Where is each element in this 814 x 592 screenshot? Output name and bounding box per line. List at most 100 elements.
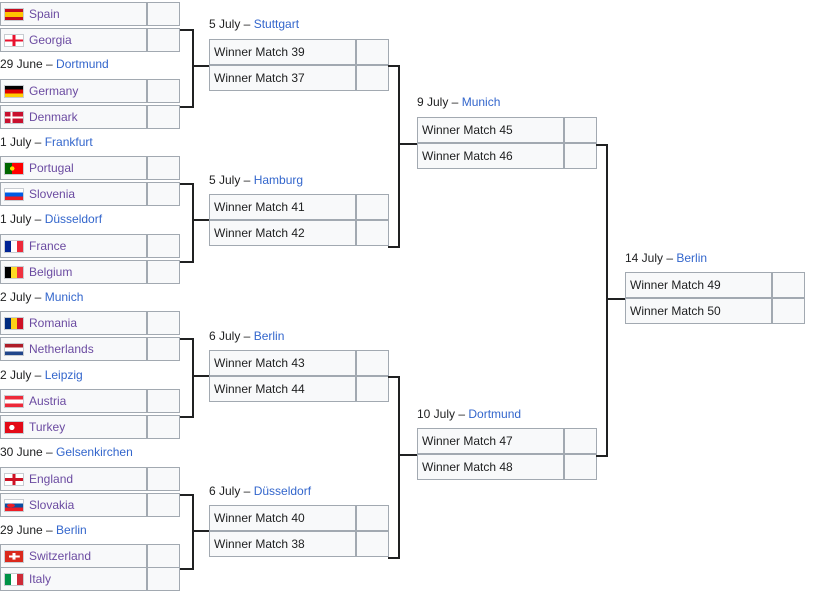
team-name: Winner Match 37	[214, 71, 305, 85]
score-cell	[147, 28, 180, 52]
georgia-flag-icon	[4, 34, 24, 47]
bracket-connector	[398, 65, 400, 248]
venue-link[interactable]: Düsseldorf	[44, 212, 103, 226]
team-name: Winner Match 38	[214, 537, 305, 551]
team-row	[0, 467, 147, 491]
venue-link[interactable]: Dortmund	[56, 57, 109, 71]
venue-link[interactable]: Berlin	[56, 523, 87, 537]
team-name[interactable]: Spain	[29, 7, 60, 21]
match-date: 1 July –	[0, 212, 45, 226]
bracket-connector	[192, 338, 194, 418]
score-cell	[147, 467, 180, 491]
england-flag-icon	[4, 473, 24, 486]
team-row	[209, 39, 356, 65]
score-cell	[564, 143, 597, 169]
denmark-flag-icon	[4, 111, 24, 124]
score-cell	[147, 311, 180, 335]
team-name: Winner Match 40	[214, 511, 305, 525]
team-name[interactable]: Netherlands	[29, 342, 94, 356]
score-cell	[564, 117, 597, 143]
venue-link[interactable]: Berlin	[676, 251, 708, 265]
score-cell	[356, 376, 389, 402]
venue-link[interactable]: Stuttgart	[253, 17, 300, 31]
score-cell	[147, 156, 180, 180]
venue-link[interactable]: Berlin	[253, 329, 285, 343]
team-name[interactable]: Portugal	[29, 161, 74, 175]
bracket-connector	[606, 144, 608, 457]
team-name[interactable]: Switzerland	[29, 549, 92, 563]
team-row	[0, 311, 147, 335]
team-name[interactable]: England	[29, 472, 74, 486]
score-cell	[147, 260, 180, 284]
score-cell	[772, 272, 805, 298]
team-name[interactable]: Georgia	[29, 33, 72, 47]
match-header: 29 June – Berlin	[0, 523, 87, 537]
venue-link[interactable]: Düsseldorf	[253, 484, 312, 498]
team-row	[0, 260, 147, 284]
slovakia-flag-icon	[4, 499, 24, 512]
bracket-connector	[180, 183, 193, 185]
bracket-connector	[192, 29, 194, 108]
venue-link[interactable]: Dortmund	[468, 407, 522, 421]
romania-flag-icon	[4, 317, 24, 330]
team-name[interactable]: Denmark	[29, 110, 78, 124]
match-date: 5 July –	[209, 173, 254, 187]
team-name[interactable]: Romania	[29, 316, 78, 330]
belgium-flag-icon	[4, 266, 24, 279]
team-name[interactable]: France	[29, 239, 67, 253]
score-cell	[147, 567, 180, 591]
bracket-connector	[398, 454, 417, 456]
team-name[interactable]: Belgium	[29, 265, 73, 279]
team-name: Winner Match 47	[422, 434, 513, 448]
team-row	[625, 298, 772, 324]
team-name: Winner Match 43	[214, 356, 305, 370]
bracket-connector	[388, 376, 400, 378]
team-name[interactable]: Slovenia	[29, 187, 76, 201]
team-row	[417, 454, 564, 480]
bracket-connector	[180, 338, 193, 340]
match-header: 5 July – Stuttgart	[209, 17, 299, 31]
venue-link[interactable]: Gelsenkirchen	[56, 445, 133, 459]
venue-link[interactable]: Hamburg	[253, 173, 304, 187]
score-cell	[147, 389, 180, 413]
bracket-connector	[388, 65, 400, 67]
score-cell	[772, 298, 805, 324]
bracket-connector	[192, 494, 194, 570]
team-name[interactable]: Germany	[29, 84, 79, 98]
match-date: 10 July –	[417, 407, 469, 421]
score-cell	[356, 350, 389, 376]
score-cell	[564, 428, 597, 454]
match-header: 5 July – Hamburg	[209, 173, 303, 187]
bracket-connector	[180, 494, 193, 496]
match-date: 2 July –	[0, 368, 45, 382]
team-row	[0, 156, 147, 180]
team-row	[209, 531, 356, 557]
team-row	[209, 350, 356, 376]
bracket-connector	[180, 106, 193, 108]
team-name[interactable]: Slovakia	[29, 498, 75, 512]
match-date: 14 July –	[625, 251, 677, 265]
team-row	[0, 415, 147, 439]
match-header: 6 July – Berlin	[209, 329, 284, 343]
venue-link[interactable]: Munich	[461, 95, 501, 109]
score-cell	[147, 105, 180, 129]
team-row	[209, 505, 356, 531]
germany-flag-icon	[4, 85, 24, 98]
team-name[interactable]: Italy	[29, 572, 52, 586]
team-row	[417, 143, 564, 169]
team-row	[0, 182, 147, 206]
portugal-flag-icon	[4, 162, 24, 175]
match-date: 5 July –	[209, 17, 254, 31]
venue-link[interactable]: Leipzig	[44, 368, 83, 382]
team-name[interactable]: Turkey	[29, 420, 66, 434]
team-name: Winner Match 45	[422, 123, 513, 137]
team-name[interactable]: Austria	[29, 394, 67, 408]
match-header: 14 July – Berlin	[625, 251, 707, 265]
switzerland-flag-icon	[4, 550, 24, 563]
venue-link[interactable]: Frankfurt	[44, 135, 93, 149]
venue-link[interactable]: Munich	[44, 290, 84, 304]
bracket-connector	[398, 143, 417, 145]
team-row	[0, 105, 147, 129]
match-date: 9 July –	[417, 95, 462, 109]
score-cell	[564, 454, 597, 480]
